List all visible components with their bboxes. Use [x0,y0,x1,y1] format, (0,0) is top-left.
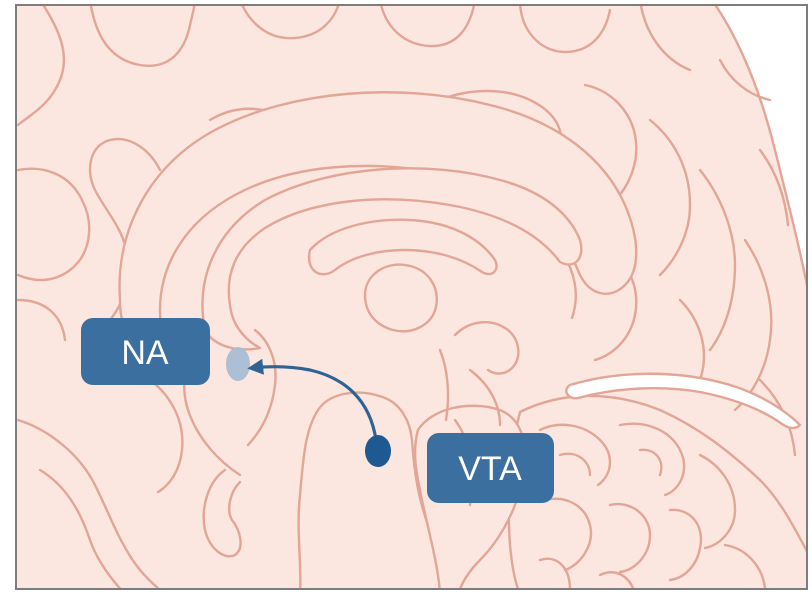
vta-label: VTA [427,433,554,503]
vta-node [365,435,391,467]
vta-label-text: VTA [458,450,522,488]
na-label: NA [81,318,210,385]
na-label-text: NA [121,334,169,372]
na-node [226,347,250,381]
